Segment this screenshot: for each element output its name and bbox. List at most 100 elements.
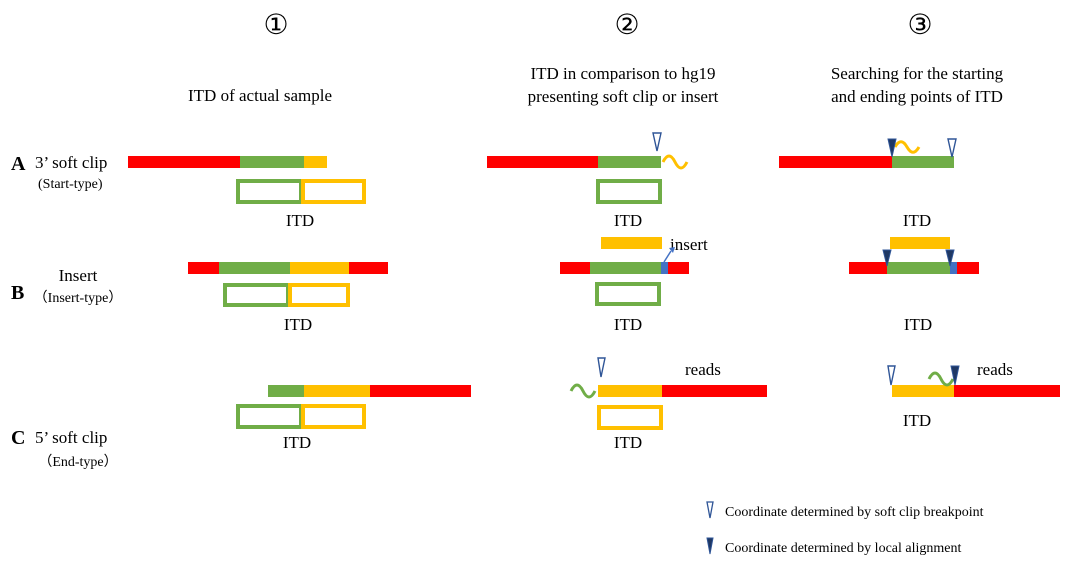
column-title: ITD of actual sample xyxy=(188,86,332,105)
row-type: (Start-type) xyxy=(38,177,103,192)
itd-label: ITD xyxy=(614,211,642,230)
row-label-c: C 5’ soft clip （End-type） xyxy=(11,427,118,470)
genome-segment-red xyxy=(560,262,590,274)
itd-box-gold xyxy=(288,283,350,307)
row-letter: A xyxy=(11,153,26,175)
genome-segment-gold xyxy=(304,385,370,397)
itd-box-green xyxy=(236,404,303,429)
row-letter: B xyxy=(11,282,24,304)
legend: Coordinate determined by soft clip break… xyxy=(706,501,984,556)
panel-b3: ITD xyxy=(849,237,979,334)
insert-segment xyxy=(601,237,662,249)
genome-segment-gold xyxy=(598,385,662,397)
local-alignment-marker xyxy=(945,249,955,267)
insert-site-blue xyxy=(661,262,668,274)
column-title: presenting soft clip or insert xyxy=(528,87,719,106)
panel-b2: insert ITD xyxy=(560,235,708,334)
column-title: ITD in comparison to hg19 xyxy=(530,64,715,83)
local-alignment-marker xyxy=(882,249,892,267)
genome-segment-red xyxy=(662,385,767,397)
genome-segment-red xyxy=(779,156,892,168)
itd-label: ITD xyxy=(284,315,312,334)
genome-segment-green xyxy=(268,385,304,397)
genome-segment-red xyxy=(370,385,471,397)
column-header-2: ② ITD in comparison to hg19 presenting s… xyxy=(528,8,719,106)
insert-site-blue xyxy=(950,262,957,274)
genome-segment-green xyxy=(887,262,950,274)
reads-label: reads xyxy=(977,360,1013,379)
itd-label: ITD xyxy=(283,433,311,452)
soft-clip-wave xyxy=(927,371,955,387)
panel-c1: ITD xyxy=(236,385,471,452)
panel-b1: ITD xyxy=(188,262,388,334)
soft-clip-breakpoint-marker xyxy=(887,365,896,386)
column-header-1: ① ITD of actual sample xyxy=(188,8,332,105)
soft-clip-wave xyxy=(893,140,921,154)
legend-item-soft-clip: Coordinate determined by soft clip break… xyxy=(706,501,984,520)
genome-segment-red xyxy=(128,156,240,168)
row-name: 5’ soft clip xyxy=(35,428,107,447)
genome-segment-red xyxy=(349,262,388,274)
genome-segment-gold xyxy=(892,385,954,397)
genome-segment-green xyxy=(590,262,661,274)
insert-label: insert xyxy=(670,235,708,254)
genome-segment-red xyxy=(957,262,979,274)
legend-text: Coordinate determined by local alignment xyxy=(725,541,961,556)
row-type: （Insert-type） xyxy=(34,290,123,306)
genome-segment-green xyxy=(240,156,304,168)
column-title: and ending points of ITD xyxy=(831,87,1003,106)
itd-label: ITD xyxy=(903,211,931,230)
row-label-a: A 3’ soft clip (Start-type) xyxy=(11,153,107,192)
local-alignment-marker xyxy=(887,138,897,158)
itd-label: ITD xyxy=(614,315,642,334)
itd-label: ITD xyxy=(903,411,931,430)
hollow-triangle-icon xyxy=(706,501,714,519)
itd-box-green xyxy=(223,283,290,307)
column-number: ② xyxy=(614,8,639,41)
insert-segment xyxy=(890,237,950,249)
panel-c3: reads ITD xyxy=(887,360,1060,430)
soft-clip-breakpoint-marker xyxy=(652,132,662,152)
genome-segment-gold xyxy=(304,156,327,168)
itd-box-green xyxy=(595,282,661,306)
row-name: Insert xyxy=(59,266,98,285)
itd-box-gold xyxy=(301,179,366,204)
panel-a3: ITD xyxy=(779,138,957,230)
row-type: （End-type） xyxy=(38,454,117,470)
genome-segment-green xyxy=(598,156,661,168)
row-label-b: B Insert （Insert-type） xyxy=(11,266,122,306)
panel-a1: ITD xyxy=(128,156,366,230)
legend-item-local-alignment: Coordinate determined by local alignment xyxy=(706,537,961,556)
local-alignment-marker xyxy=(950,365,960,386)
panel-c2: reads ITD xyxy=(569,357,767,452)
itd-box-green xyxy=(236,179,303,204)
soft-clip-breakpoint-marker xyxy=(947,138,957,158)
soft-clip-breakpoint-marker xyxy=(597,357,606,378)
genome-segment-red xyxy=(849,262,887,274)
genome-segment-red xyxy=(668,262,689,274)
column-number: ① xyxy=(263,8,288,41)
genome-segment-red xyxy=(487,156,598,168)
itd-box-gold xyxy=(301,404,366,429)
column-header-3: ③ Searching for the starting and ending … xyxy=(831,8,1004,106)
itd-label: ITD xyxy=(286,211,314,230)
itd-box-gold xyxy=(597,405,663,430)
column-number: ③ xyxy=(907,8,932,41)
genome-segment-gold xyxy=(290,262,349,274)
itd-box-green xyxy=(596,179,662,204)
legend-text: Coordinate determined by soft clip break… xyxy=(725,505,984,520)
insert-pointer-arrow xyxy=(663,250,672,263)
insert-pointer-arrowhead xyxy=(669,247,675,253)
soft-clip-wave xyxy=(661,154,689,170)
genome-segment-red xyxy=(188,262,219,274)
genome-segment-green xyxy=(892,156,954,168)
row-name: 3’ soft clip xyxy=(35,153,107,172)
column-title: Searching for the starting xyxy=(831,64,1004,83)
genome-segment-red xyxy=(954,385,1060,397)
row-letter: C xyxy=(11,427,25,449)
reads-label: reads xyxy=(685,360,721,379)
genome-segment-green xyxy=(219,262,290,274)
itd-label: ITD xyxy=(614,433,642,452)
